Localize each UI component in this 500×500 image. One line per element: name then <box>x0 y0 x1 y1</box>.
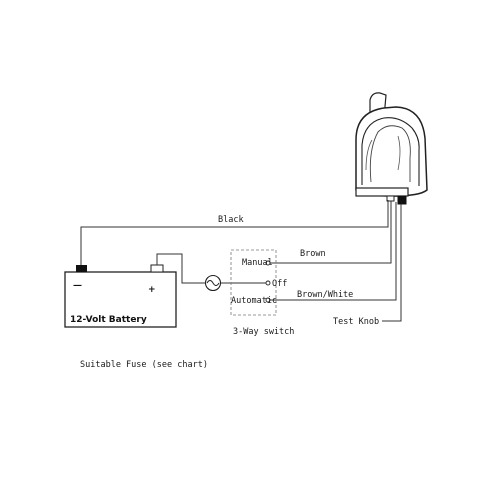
battery-positive-sign: + <box>148 285 156 295</box>
switch-caption: 3-Way switch <box>233 327 294 337</box>
fuse-note: Suitable Fuse (see chart) <box>80 360 208 370</box>
switch-off-label: Off <box>272 279 287 289</box>
fuse-icon <box>204 274 222 292</box>
brown-white-wire <box>270 202 397 301</box>
battery-negative-sign: — <box>73 281 82 291</box>
switch-automatic-label: Automatic <box>231 296 277 306</box>
bilge-pump-icon <box>355 92 428 205</box>
switch-icon <box>230 249 277 316</box>
black-wire <box>80 200 389 265</box>
black-wire-label: Black <box>218 215 244 225</box>
switch-manual-label: Manual <box>242 258 273 268</box>
test-knob-label: Test Knob <box>333 317 379 327</box>
brown-wire-label: Brown <box>300 249 326 259</box>
battery-label: 12-Volt Battery <box>70 315 147 325</box>
battery-icon <box>64 264 177 328</box>
positive-wire <box>156 253 205 284</box>
test-knob-leader <box>382 204 402 322</box>
brown-white-wire-label: Brown/White <box>297 290 353 300</box>
brown-wire <box>268 201 392 264</box>
